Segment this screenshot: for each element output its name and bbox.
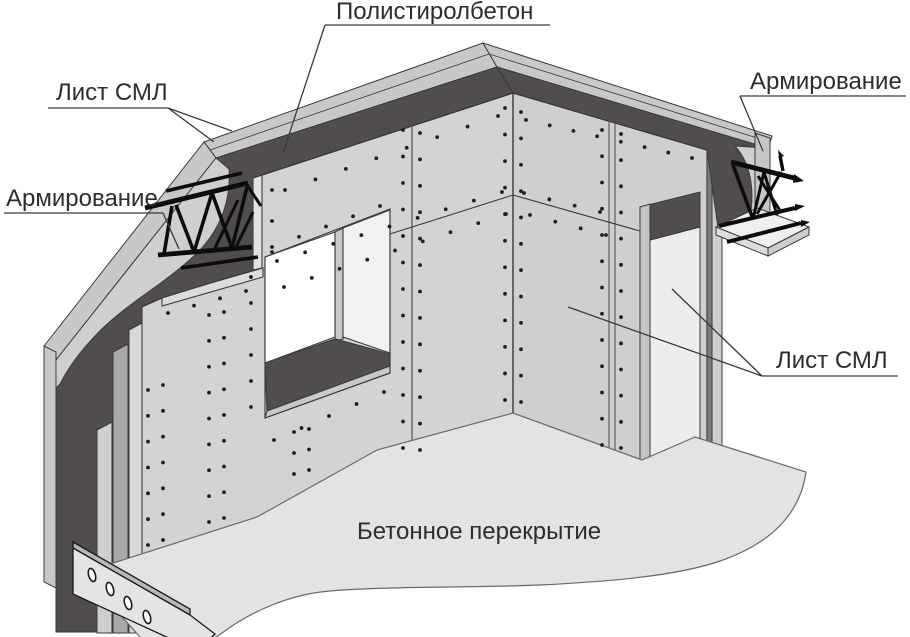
floor-slab [106, 412, 807, 637]
screw-dots [146, 106, 694, 547]
wall-top-edges [261, 92, 708, 176]
core-cut-highlight [55, 157, 230, 390]
bracket-slot-holes [87, 567, 152, 625]
label-sml-left: Лист СМЛ [56, 79, 168, 106]
rebar-tip [801, 220, 810, 227]
label-reinforcement-right: Армирование [750, 68, 902, 95]
rebar-tip [778, 150, 784, 158]
reinforcement-truss-left [144, 171, 263, 270]
mounting-bracket [72, 540, 217, 637]
label-sml-right: Лист СМЛ [776, 347, 888, 374]
outer-sheet-edge-band [43, 42, 773, 589]
window-opening [264, 208, 391, 419]
rebar-tip [795, 204, 805, 211]
labels: Полистиролбетон Лист СМЛ Армирование Арм… [6, 0, 902, 545]
reinforcement-truss-right [718, 150, 810, 244]
leader-lines [4, 24, 906, 377]
window-jamb-sheet [342, 209, 391, 354]
label-polystyrene: Полистиролбетон [336, 0, 533, 25]
sill-board-right [714, 207, 811, 257]
label-concrete-slab: Бетонное перекрытие [357, 518, 601, 545]
label-reinforcement-left: Армирование [6, 185, 158, 212]
rebar-tip [793, 174, 804, 183]
